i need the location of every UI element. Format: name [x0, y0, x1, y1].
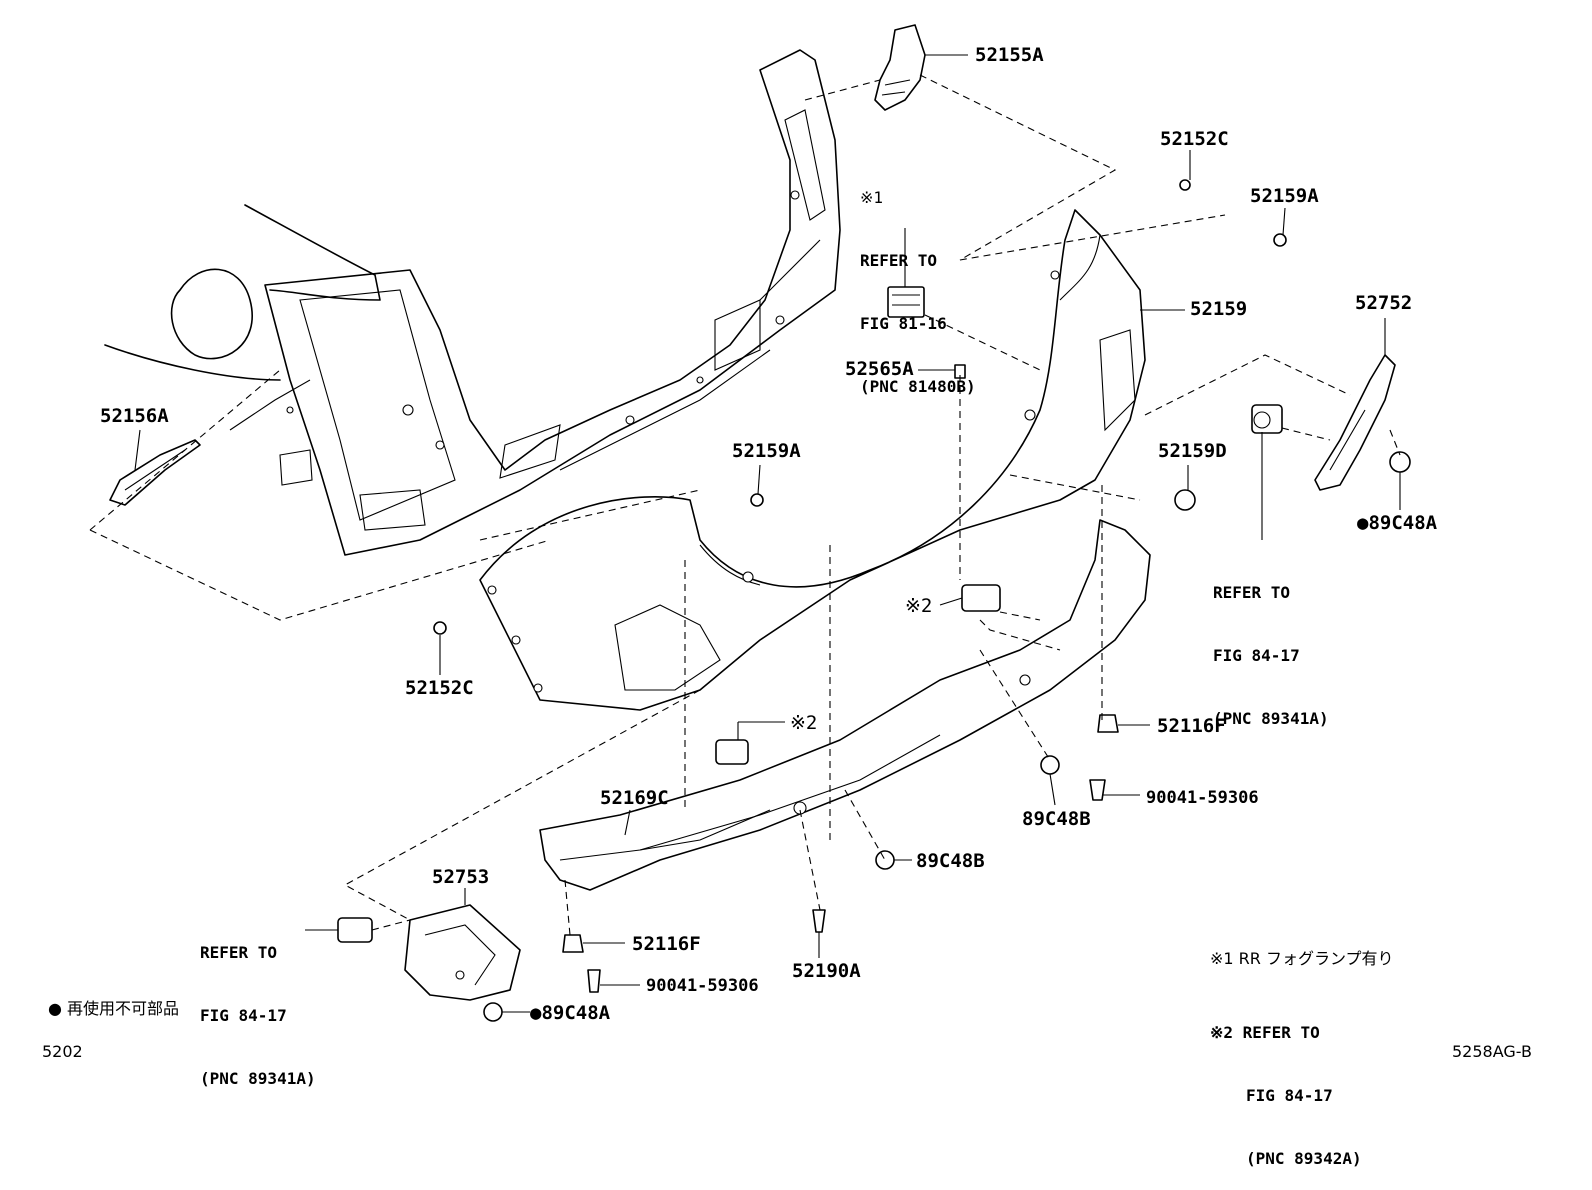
- label-89C48A-bottom: ●89C48A: [530, 1002, 611, 1024]
- bumper-cover-52159: [479, 209, 1146, 711]
- legend-note-2: ※2 REFER TO FIG 84-17 (PNC 89342A): [1210, 980, 1362, 1190]
- label-52159A-mid: 52159A: [732, 440, 801, 462]
- note-sensor-right-line3: (PNC 89341A): [1213, 709, 1329, 728]
- legend-note-2-line2: FIG 84-17: [1246, 1086, 1333, 1105]
- note-fog-lamp-reference: ※1 REFER TO FIG 81-16 (PNC 81480B): [860, 145, 976, 418]
- mark-2-lower: ※2: [905, 595, 933, 617]
- label-52753: 52753: [432, 866, 490, 888]
- label-52116F-right: 52116F: [1157, 715, 1226, 737]
- note-sensor-reference-left: REFER TO FIG 84-17 (PNC 89341A): [200, 900, 316, 1110]
- figure-code: 5258AG-B: [1452, 1042, 1532, 1061]
- vehicle-body-rear-panel: [104, 49, 841, 556]
- label-52752: 52752: [1355, 292, 1413, 314]
- note-fog-line2: FIG 81-16: [860, 314, 947, 333]
- label-52565A: 52565A: [845, 358, 914, 380]
- garnish-52752: [1314, 354, 1396, 491]
- fog-lamp-connector: [887, 286, 925, 318]
- note-sensor-reference-right: REFER TO FIG 84-17 (PNC 89341A): [1213, 540, 1329, 750]
- note-sensor-left-line3: (PNC 89341A): [200, 1069, 316, 1088]
- label-89C48A-right: ●89C48A: [1357, 512, 1438, 534]
- rear-bumper-parts-diagram: [89, 24, 1411, 1022]
- sensor-left: [337, 917, 373, 943]
- label-89C48B-right: 89C48B: [1022, 808, 1091, 830]
- note-sensor-right-line2: FIG 84-17: [1213, 646, 1300, 665]
- sensor-center: [961, 584, 1001, 612]
- label-52156A: 52156A: [100, 405, 169, 427]
- mark-2-upper: ※2: [790, 712, 818, 734]
- legend-note-2-line3: (PNC 89342A): [1246, 1149, 1362, 1168]
- label-52155A: 52155A: [975, 44, 1044, 66]
- label-52152C-bottom: 52152C: [405, 677, 474, 699]
- note-sensor-left-line1: REFER TO: [200, 943, 278, 962]
- sensor-lower: [715, 739, 749, 765]
- note-sensor-left-line2: FIG 84-17: [200, 1006, 287, 1025]
- bracket-52156A: [109, 439, 201, 506]
- note-fog-mark: ※1: [860, 188, 884, 207]
- note-fog-line3: (PNC 81480B): [860, 377, 976, 396]
- label-89C48B-center: 89C48B: [916, 850, 985, 872]
- label-52159A-top: 52159A: [1250, 185, 1319, 207]
- legend-note-1: ※1 RR フォグランプ有り: [1210, 949, 1394, 968]
- leader-lines: [134, 54, 1401, 1013]
- legend-non-reusable: ● 再使用不可部品: [48, 999, 180, 1018]
- sensor-right: [1251, 404, 1283, 434]
- bracket-52155A: [874, 24, 926, 111]
- label-52116F-bottom: 52116F: [632, 933, 701, 955]
- note-sensor-right-line1: REFER TO: [1213, 583, 1291, 602]
- label-90041-59306-right: 90041-59306: [1146, 788, 1259, 808]
- label-52159: 52159: [1190, 298, 1248, 320]
- label-52159D: 52159D: [1158, 440, 1227, 462]
- garnish-52753: [404, 904, 521, 1001]
- note-fog-line1: REFER TO: [860, 251, 938, 270]
- label-52190A: 52190A: [792, 960, 861, 982]
- legend-note-2-line1: ※2 REFER TO: [1210, 1023, 1320, 1042]
- lower-diffuser-52169C: [539, 519, 1151, 891]
- assembly-dashed-lines: [89, 74, 1401, 936]
- label-52152C-top: 52152C: [1160, 128, 1229, 150]
- page-code: 5202: [42, 1042, 83, 1061]
- label-52169C: 52169C: [600, 787, 669, 809]
- label-90041-59306-bottom: 90041-59306: [646, 976, 759, 996]
